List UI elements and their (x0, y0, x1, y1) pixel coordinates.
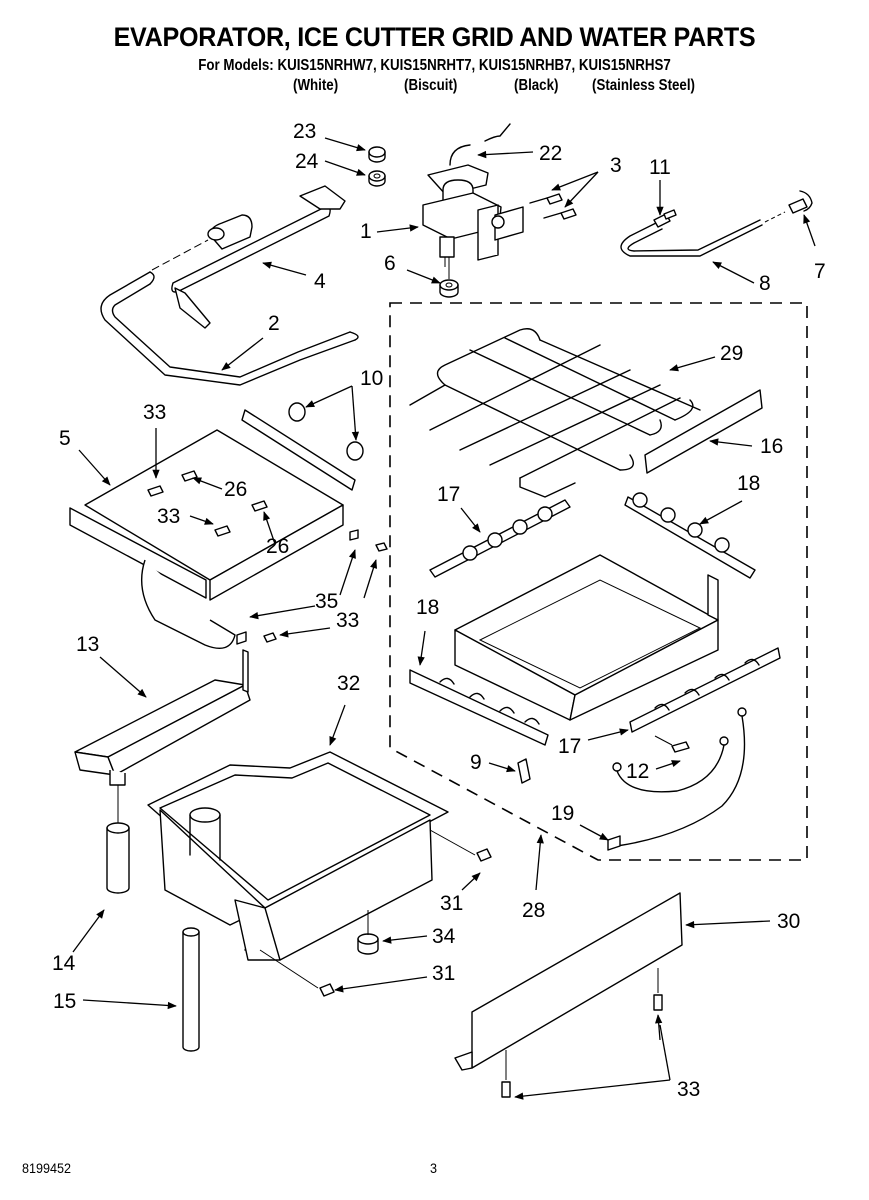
part-18-bracket-lower (409, 669, 549, 746)
callout-17-upper: 17 (437, 483, 460, 506)
callout-10: 10 (360, 367, 383, 390)
part-16-insulation-strip (644, 389, 763, 474)
callout-16: 16 (760, 435, 783, 458)
finish-black: (Black) (514, 77, 559, 94)
part-7-grommet (764, 190, 813, 223)
callout-30: 30 (777, 910, 800, 933)
part-23-washer (368, 146, 386, 163)
callout-29: 29 (720, 342, 743, 365)
callout-11: 11 (649, 156, 671, 179)
part-10-grommets (288, 402, 364, 461)
page-number: 3 (430, 1160, 438, 1176)
part-24-nut (368, 170, 386, 187)
callout-14: 14 (52, 952, 76, 975)
callout-2: 2 (268, 312, 280, 335)
part-9-clip (517, 758, 531, 784)
part-2-heater-tube (100, 271, 359, 386)
part-30-front-panel (454, 892, 683, 1071)
part-19-wire-harness (607, 707, 747, 851)
leader-lines (72, 137, 816, 1100)
callout-3: 3 (610, 154, 622, 177)
callout-18-lower: 18 (416, 596, 439, 619)
callout-4: 4 (314, 270, 326, 293)
part-1-water-valve (422, 164, 524, 267)
part-12-screw (654, 735, 690, 753)
callout-33-middle: 33 (157, 505, 180, 528)
part-8-water-tube (620, 219, 763, 257)
part-11-fitting (653, 209, 677, 228)
callout-13: 13 (76, 633, 99, 656)
callout-23: 23 (293, 120, 316, 143)
callout-34: 34 (432, 925, 456, 948)
callout-1: 1 (360, 220, 372, 243)
callout-22: 22 (539, 142, 562, 165)
callout-6: 6 (384, 252, 396, 275)
callout-26-bottom: 26 (266, 535, 289, 558)
callout-18-upper: 18 (737, 472, 760, 495)
part-13-water-trough (74, 649, 251, 786)
callout-labels: 23 24 22 3 11 1 6 4 8 7 2 29 10 33 5 16 … (52, 120, 826, 1101)
part-3-screws (529, 193, 577, 220)
part-32-ice-bin (147, 751, 449, 961)
callout-28: 28 (522, 899, 545, 922)
callout-8: 8 (759, 272, 771, 295)
callout-5: 5 (59, 427, 71, 450)
evaporator-assembly-boundary (389, 302, 808, 861)
callout-17-lower: 17 (558, 735, 581, 758)
callout-32: 32 (337, 672, 360, 695)
callout-31-lower: 31 (432, 962, 455, 985)
part-18-bracket-upper (624, 492, 756, 579)
part-14-tube (106, 785, 130, 894)
part-5-housing (69, 409, 356, 649)
callout-24: 24 (295, 150, 319, 173)
finish-white: (White) (293, 77, 339, 94)
part-31-screw-upper (429, 829, 492, 862)
document-number: 8199452 (22, 1160, 72, 1176)
part-33-screws-lower (501, 968, 663, 1098)
part-29-cutter-grid (409, 328, 701, 498)
callout-7: 7 (814, 260, 826, 283)
part-6-nut (439, 267, 459, 298)
callout-12: 12 (626, 760, 649, 783)
part-15-tube (182, 927, 200, 1052)
callout-33-top: 33 (143, 401, 166, 424)
callout-33-bottom: 33 (677, 1078, 700, 1101)
part-34-foot (357, 910, 379, 955)
housing-fasteners (147, 470, 388, 645)
part-31-screw-lower (259, 949, 335, 997)
callout-31-upper: 31 (440, 892, 463, 915)
callout-19: 19 (551, 802, 574, 825)
part-4-auger-shaft (151, 185, 346, 329)
callout-9: 9 (470, 751, 482, 774)
finish-biscuit: (Biscuit) (404, 77, 458, 94)
callout-26-top: 26 (224, 478, 247, 501)
callout-35: 35 (315, 590, 338, 613)
evaporator-frame (454, 554, 719, 721)
finish-stainless-steel: (Stainless Steel) (592, 77, 695, 94)
part-22-tube (449, 123, 511, 166)
part-17-bracket-lower (629, 647, 781, 733)
callout-33-right: 33 (336, 609, 359, 632)
page-title: EVAPORATOR, ICE CUTTER GRID AND WATER PA… (113, 22, 756, 52)
model-list: For Models: KUIS15NRHW7, KUIS15NRHT7, KU… (198, 57, 671, 74)
callout-15: 15 (53, 990, 76, 1013)
part-17-bracket-upper (429, 499, 571, 578)
